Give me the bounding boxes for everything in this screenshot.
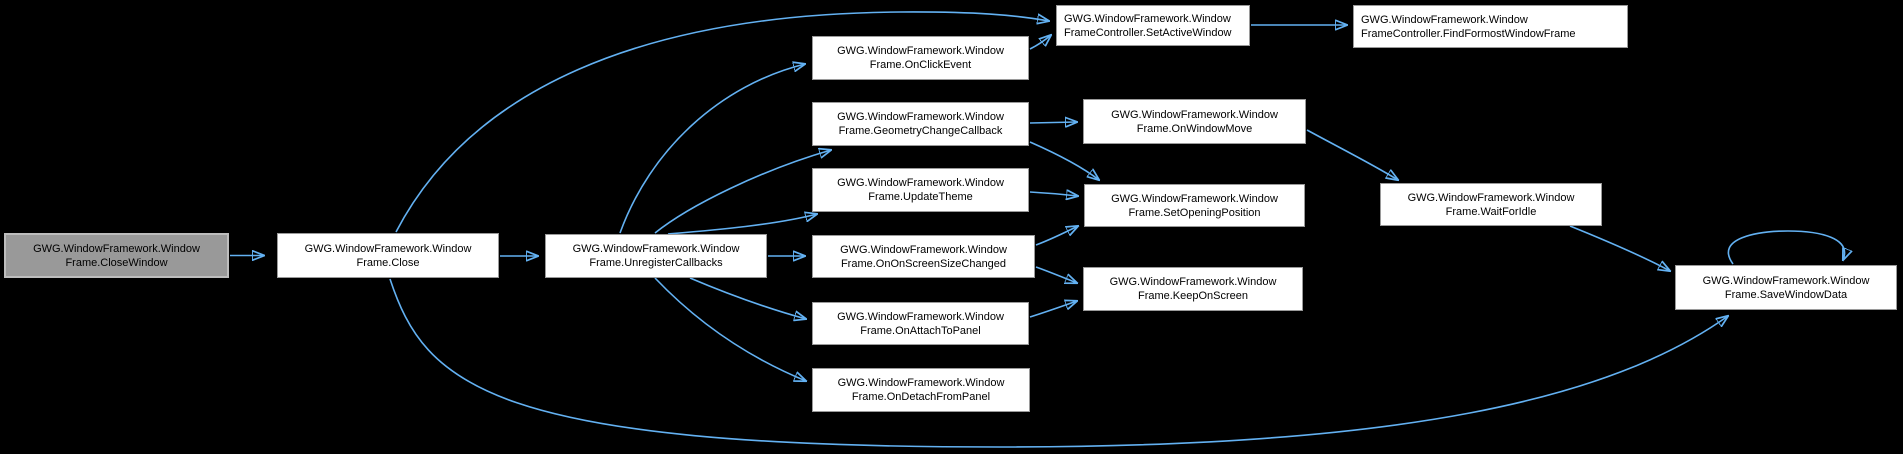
node-label-line: GWG.WindowFramework.Window xyxy=(33,242,200,255)
edge-unregister-callbacks-to-geometry-change-callback xyxy=(654,150,831,234)
node-label-line: Frame.CloseWindow xyxy=(65,256,168,269)
node-label-line: GWG.WindowFramework.Window xyxy=(837,177,1004,189)
node-label-line: Frame.Close xyxy=(356,256,420,269)
node-on-on-screen-size-changed[interactable]: GWG.WindowFramework.Window Frame.OnOnScr… xyxy=(812,235,1035,278)
edge-unregister-callbacks-to-on-attach-to-panel xyxy=(689,277,806,319)
node-label-line: Frame.OnDetachFromPanel xyxy=(851,391,991,403)
node-label-line: FrameController.SetActiveWindow xyxy=(1064,26,1232,39)
node-label-line: GWG.WindowFramework.Window xyxy=(1407,191,1575,204)
edge-on-window-move-to-wait-for-idle xyxy=(1306,129,1398,180)
node-label-line: Frame.UnregisterCallbacks xyxy=(589,257,723,269)
node-label-line: GWG.WindowFramework.Window xyxy=(1111,192,1278,205)
node-label-line: GWG.WindowFramework.Window xyxy=(837,377,1005,389)
node-label-line: Frame.WaitForIdle xyxy=(1445,205,1537,218)
edge-unregister-callbacks-to-update-theme xyxy=(667,214,817,235)
node-label-line: GWG.WindowFramework.Window xyxy=(1064,12,1231,25)
edge-geometry-change-callback-to-on-window-move xyxy=(1029,122,1077,123)
node-wait-for-idle[interactable]: GWG.WindowFramework.Window Frame.WaitFor… xyxy=(1380,183,1602,226)
node-label-line: GWG.WindowFramework.Window xyxy=(1361,13,1528,26)
node-close[interactable]: GWG.WindowFramework.Window Frame.Close xyxy=(277,233,499,278)
node-label-line: FrameController.FindFormostWindowFrame xyxy=(1361,27,1576,40)
node-label-line: Frame.OnClickEvent xyxy=(869,59,972,71)
node-unregister-callbacks[interactable]: GWG.WindowFramework.Window Frame.Unregis… xyxy=(545,234,767,278)
node-label-line: Frame.SaveWindowData xyxy=(1724,288,1848,301)
node-label-line: GWG.WindowFramework.Window xyxy=(837,111,1004,123)
node-on-window-move[interactable]: GWG.WindowFramework.Window Frame.OnWindo… xyxy=(1083,99,1306,144)
edge-geometry-change-callback-to-set-opening-position xyxy=(1029,141,1099,180)
node-label-line: GWG.WindowFramework.Window xyxy=(1109,276,1277,288)
node-label-line: Frame.KeepOnScreen xyxy=(1137,290,1249,302)
node-set-opening-position[interactable]: GWG.WindowFramework.Window Frame.SetOpen… xyxy=(1084,184,1305,227)
edge-on-click-event-to-set-active-window xyxy=(1029,35,1051,50)
edge-unregister-callbacks-to-on-detach-from-panel xyxy=(654,277,806,381)
edge-save-window-data-self-loop xyxy=(1727,230,1844,265)
edge-close-to-set-active-window xyxy=(395,11,1049,233)
node-on-attach-to-panel[interactable]: GWG.WindowFramework.Window Frame.OnAttac… xyxy=(812,302,1029,345)
node-on-detach-from-panel[interactable]: GWG.WindowFramework.Window Frame.OnDetac… xyxy=(812,368,1030,412)
edge-on-on-screen-size-changed-to-keep-on-screen xyxy=(1035,266,1077,283)
node-label-line: Frame.OnOnScreenSizeChanged xyxy=(840,257,1007,270)
node-label-line: Frame.GeometryChangeCallback xyxy=(838,125,1003,137)
node-geometry-change-callback[interactable]: GWG.WindowFramework.Window Frame.Geometr… xyxy=(812,102,1029,146)
node-set-active-window[interactable]: GWG.WindowFramework.Window FrameControll… xyxy=(1056,5,1250,46)
node-label-line: Frame.OnAttachToPanel xyxy=(860,324,981,337)
node-update-theme[interactable]: GWG.WindowFramework.Window Frame.UpdateT… xyxy=(812,168,1029,212)
node-label-line: GWG.WindowFramework.Window xyxy=(572,243,740,255)
node-label-line: GWG.WindowFramework.Window xyxy=(1702,274,1870,287)
node-label-line: GWG.WindowFramework.Window xyxy=(840,243,1007,256)
edge-on-on-screen-size-changed-to-set-opening-position xyxy=(1035,226,1078,246)
node-label-line: GWG.WindowFramework.Window xyxy=(1111,108,1278,121)
node-label-line: GWG.WindowFramework.Window xyxy=(304,242,472,255)
edge-wait-for-idle-to-save-window-data xyxy=(1569,225,1670,271)
node-on-click-event[interactable]: GWG.WindowFramework.Window Frame.OnClick… xyxy=(812,36,1029,80)
node-keep-on-screen[interactable]: GWG.WindowFramework.Window Frame.KeepOnS… xyxy=(1083,267,1303,311)
node-label-line: Frame.SetOpeningPosition xyxy=(1128,206,1261,219)
edge-update-theme-to-set-opening-position xyxy=(1029,192,1078,196)
edge-unregister-callbacks-to-on-click-event xyxy=(619,64,805,234)
edge-on-attach-to-panel-to-keep-on-screen xyxy=(1029,301,1077,318)
node-find-formost-window-frame[interactable]: GWG.WindowFramework.Window FrameControll… xyxy=(1353,5,1628,48)
node-label-line: GWG.WindowFramework.Window xyxy=(837,310,1004,323)
node-label-line: Frame.UpdateTheme xyxy=(868,191,973,203)
edge-close-to-save-window-data xyxy=(389,278,1728,448)
node-label-line: GWG.WindowFramework.Window xyxy=(837,45,1004,57)
node-close-window[interactable]: GWG.WindowFramework.Window Frame.CloseWi… xyxy=(4,233,229,278)
node-save-window-data[interactable]: GWG.WindowFramework.Window Frame.SaveWin… xyxy=(1675,265,1897,310)
node-label-line: Frame.OnWindowMove xyxy=(1136,122,1253,135)
